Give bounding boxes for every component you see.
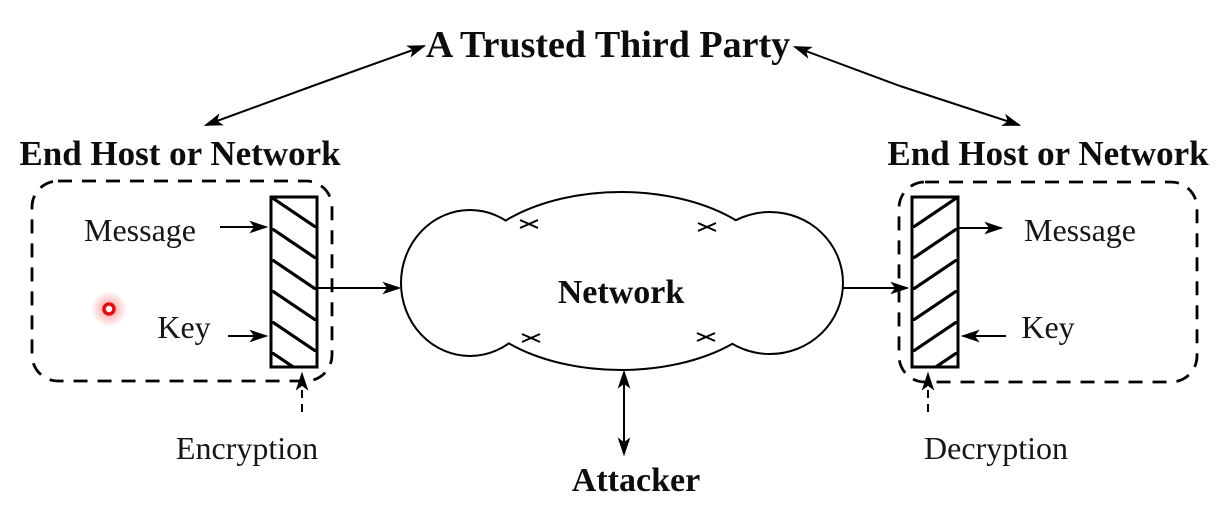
click-indicator-icon xyxy=(91,291,127,327)
ttp-arrow-left xyxy=(203,45,427,126)
message-label-left: Message xyxy=(84,212,196,248)
ttp-arrow-right xyxy=(792,46,1022,126)
decryption-hatch-box xyxy=(910,195,960,369)
right-site-box xyxy=(897,180,1199,384)
key-label-right: Key xyxy=(1021,309,1074,345)
encryption-label: Encryption xyxy=(176,430,318,466)
key-label-left: Key xyxy=(157,309,210,345)
decryption-label: Decryption xyxy=(924,430,1068,466)
left-site-heading: End Host or Network xyxy=(19,134,341,173)
network-label: Network xyxy=(558,274,685,311)
cloud-intersection-ticks xyxy=(519,219,717,343)
diagram-title: A Trusted Third Party xyxy=(426,24,790,66)
left-site-box xyxy=(30,179,334,383)
network-cloud xyxy=(400,191,844,371)
encryption-hatch-box xyxy=(269,195,319,369)
right-site-heading: End Host or Network xyxy=(887,134,1209,173)
attacker-label: Attacker xyxy=(572,462,700,499)
message-label-right: Message xyxy=(1024,212,1136,248)
